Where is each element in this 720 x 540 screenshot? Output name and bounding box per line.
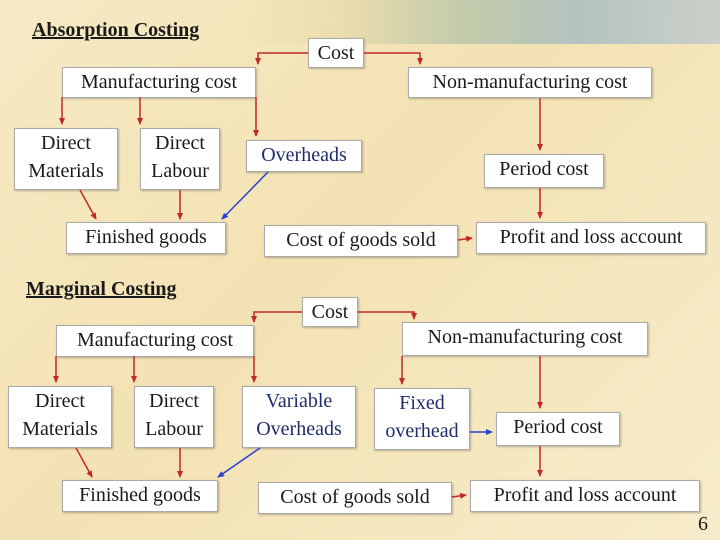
abs-finished-goods-node: Finished goods bbox=[66, 222, 226, 254]
abs-overheads-node: Overheads bbox=[246, 140, 362, 172]
mar-direct-labour-node: Direct Labour bbox=[134, 386, 214, 448]
arrow-mar-cogs-to-pl bbox=[451, 492, 467, 499]
mar-period-cost-node: Period cost bbox=[496, 412, 620, 446]
mar-profit-and-loss-node: Profit and loss account bbox=[470, 480, 700, 512]
arrow-abs-cost-to-nonmanufacturing bbox=[364, 52, 423, 65]
mar-manufacturing-cost-node: Manufacturing cost bbox=[56, 325, 254, 357]
mar-direct-materials-node: Direct Materials bbox=[8, 386, 112, 448]
abs-period-cost-node: Period cost bbox=[484, 154, 604, 188]
mar-variable-overheads-node: Variable Overheads bbox=[242, 386, 356, 448]
abs-direct-materials-node: Direct Materials bbox=[14, 128, 118, 190]
decorative-banner bbox=[240, 0, 720, 44]
abs-non-manufacturing-cost-node: Non-manufacturing cost bbox=[408, 67, 652, 98]
arrow-mar-materials-to-finished bbox=[75, 447, 93, 478]
arrow-abs-overheads-to-finished bbox=[221, 171, 269, 220]
mar-finished-goods-node: Finished goods bbox=[62, 480, 218, 512]
abs-manufacturing-cost-node: Manufacturing cost bbox=[62, 67, 256, 98]
absorption-heading: Absorption Costing bbox=[32, 19, 200, 41]
abs-cost-of-goods-sold-node: Cost of goods sold bbox=[264, 225, 458, 257]
abs-cost-node: Cost bbox=[308, 38, 364, 68]
abs-direct-labour-node: Direct Labour bbox=[140, 128, 220, 190]
marginal-heading: Marginal Costing bbox=[26, 278, 177, 300]
arrow-mar-cost-to-nonmanufacturing bbox=[358, 311, 417, 320]
mar-cost-node: Cost bbox=[302, 297, 358, 327]
abs-profit-and-loss-node: Profit and loss account bbox=[476, 222, 706, 254]
mar-cost-of-goods-sold-node: Cost of goods sold bbox=[258, 482, 452, 514]
arrow-abs-cogs-to-pl bbox=[457, 235, 473, 242]
arrow-mar-cost-to-manufacturing bbox=[251, 311, 302, 323]
mar-non-manufacturing-cost-node: Non-manufacturing cost bbox=[402, 322, 648, 356]
arrow-abs-cost-to-manufacturing bbox=[255, 52, 308, 65]
mar-fixed-overhead-node: Fixed overhead bbox=[374, 388, 470, 450]
page-number: 6 bbox=[698, 513, 708, 535]
arrow-abs-materials-to-finished bbox=[79, 189, 97, 220]
arrow-mar-variable-to-finished bbox=[217, 447, 261, 478]
